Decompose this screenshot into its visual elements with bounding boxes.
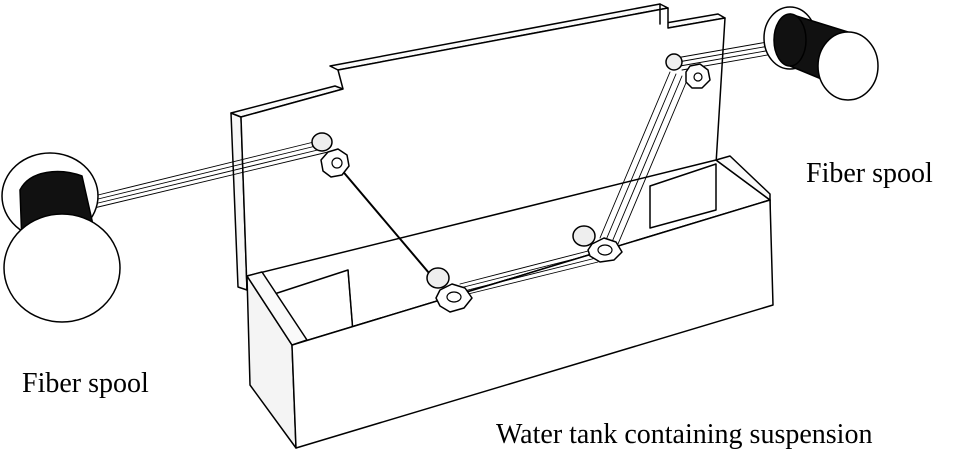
- right-spool-label: Fiber spool: [806, 158, 933, 189]
- left-fiber-spool: [1, 152, 121, 323]
- pulley-bottom-right: [572, 225, 623, 263]
- right-fiber-spool: [763, 6, 879, 101]
- fiber-bundle: [93, 37, 797, 297]
- left-spool-label: Fiber spool: [22, 368, 149, 399]
- water-tank: [246, 155, 774, 449]
- pulley-top-left: [311, 132, 350, 178]
- pulley-top-right: [665, 53, 711, 89]
- pulley-bottom-left: [426, 267, 473, 313]
- water-tank-label: Water tank containing suspension: [496, 419, 873, 450]
